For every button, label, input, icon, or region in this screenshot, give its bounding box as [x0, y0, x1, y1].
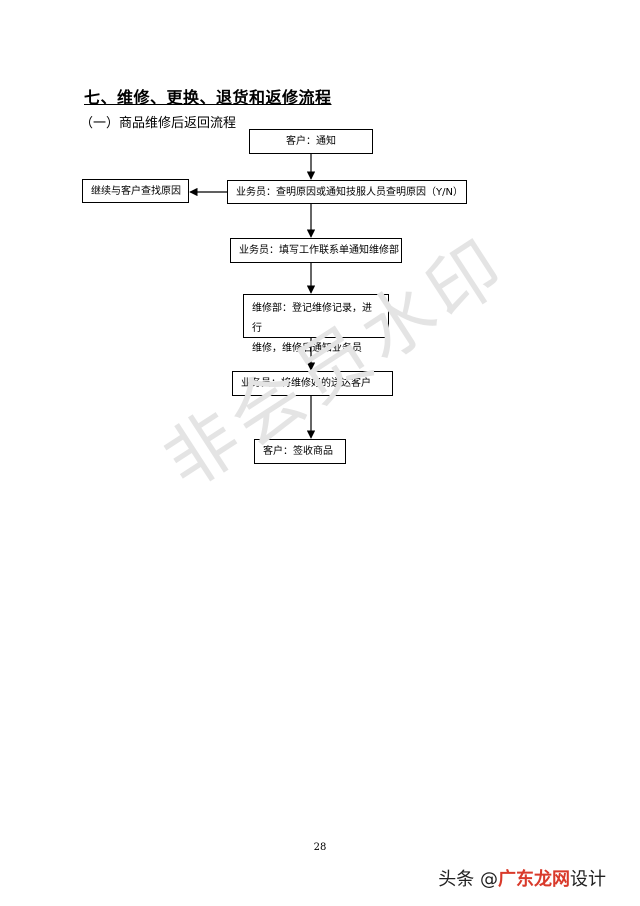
footer-brand-a: 广东 [498, 869, 534, 890]
flow-continue-check-label: 继续与客户查找原因 [91, 185, 181, 197]
footer-suffix: 设计 [570, 869, 606, 890]
flow-continue-check: 继续与客户查找原因 [82, 179, 189, 203]
page-number: 28 [313, 842, 327, 853]
flow-customer-sign: 客户：签收商品 [254, 439, 346, 464]
flow-repair-dept-line2: 维修，维修后通知业务员 [252, 343, 362, 354]
flow-salesman-check: 业务员：查明原因或通知技服人员查明原因（Y/N） [227, 180, 467, 204]
flow-salesman-deliver-label: 业务员：将维修好的送达客户 [241, 378, 371, 389]
footer-brand-b: 龙网 [534, 869, 570, 890]
footer-prefix: 头条 @ [438, 869, 498, 890]
flow-customer-sign-label: 客户：签收商品 [263, 446, 333, 457]
flow-repair-dept-line1: 维修部：登记维修记录，进行 [252, 303, 372, 334]
footer-brand: 头条 @广东龙网设计 [438, 865, 606, 891]
flow-customer-notice-label: 客户：通知 [286, 136, 336, 147]
subsection-title: （一）商品维修后返回流程 [80, 116, 237, 131]
flow-customer-notice: 客户：通知 [249, 129, 373, 154]
flow-salesman-deliver: 业务员：将维修好的送达客户 [232, 371, 393, 396]
section-title: 七、维修、更换、退货和返修流程 [84, 88, 332, 107]
flow-salesman-fill: 业务员：填写工作联系单通知维修部 [230, 238, 402, 263]
flow-salesman-fill-label: 业务员：填写工作联系单通知维修部 [239, 245, 399, 256]
flow-repair-dept: 维修部：登记维修记录，进行 维修，维修后通知业务员 [243, 294, 389, 354]
flow-salesman-check-label: 业务员：查明原因或通知技服人员查明原因（Y/N） [236, 186, 463, 198]
